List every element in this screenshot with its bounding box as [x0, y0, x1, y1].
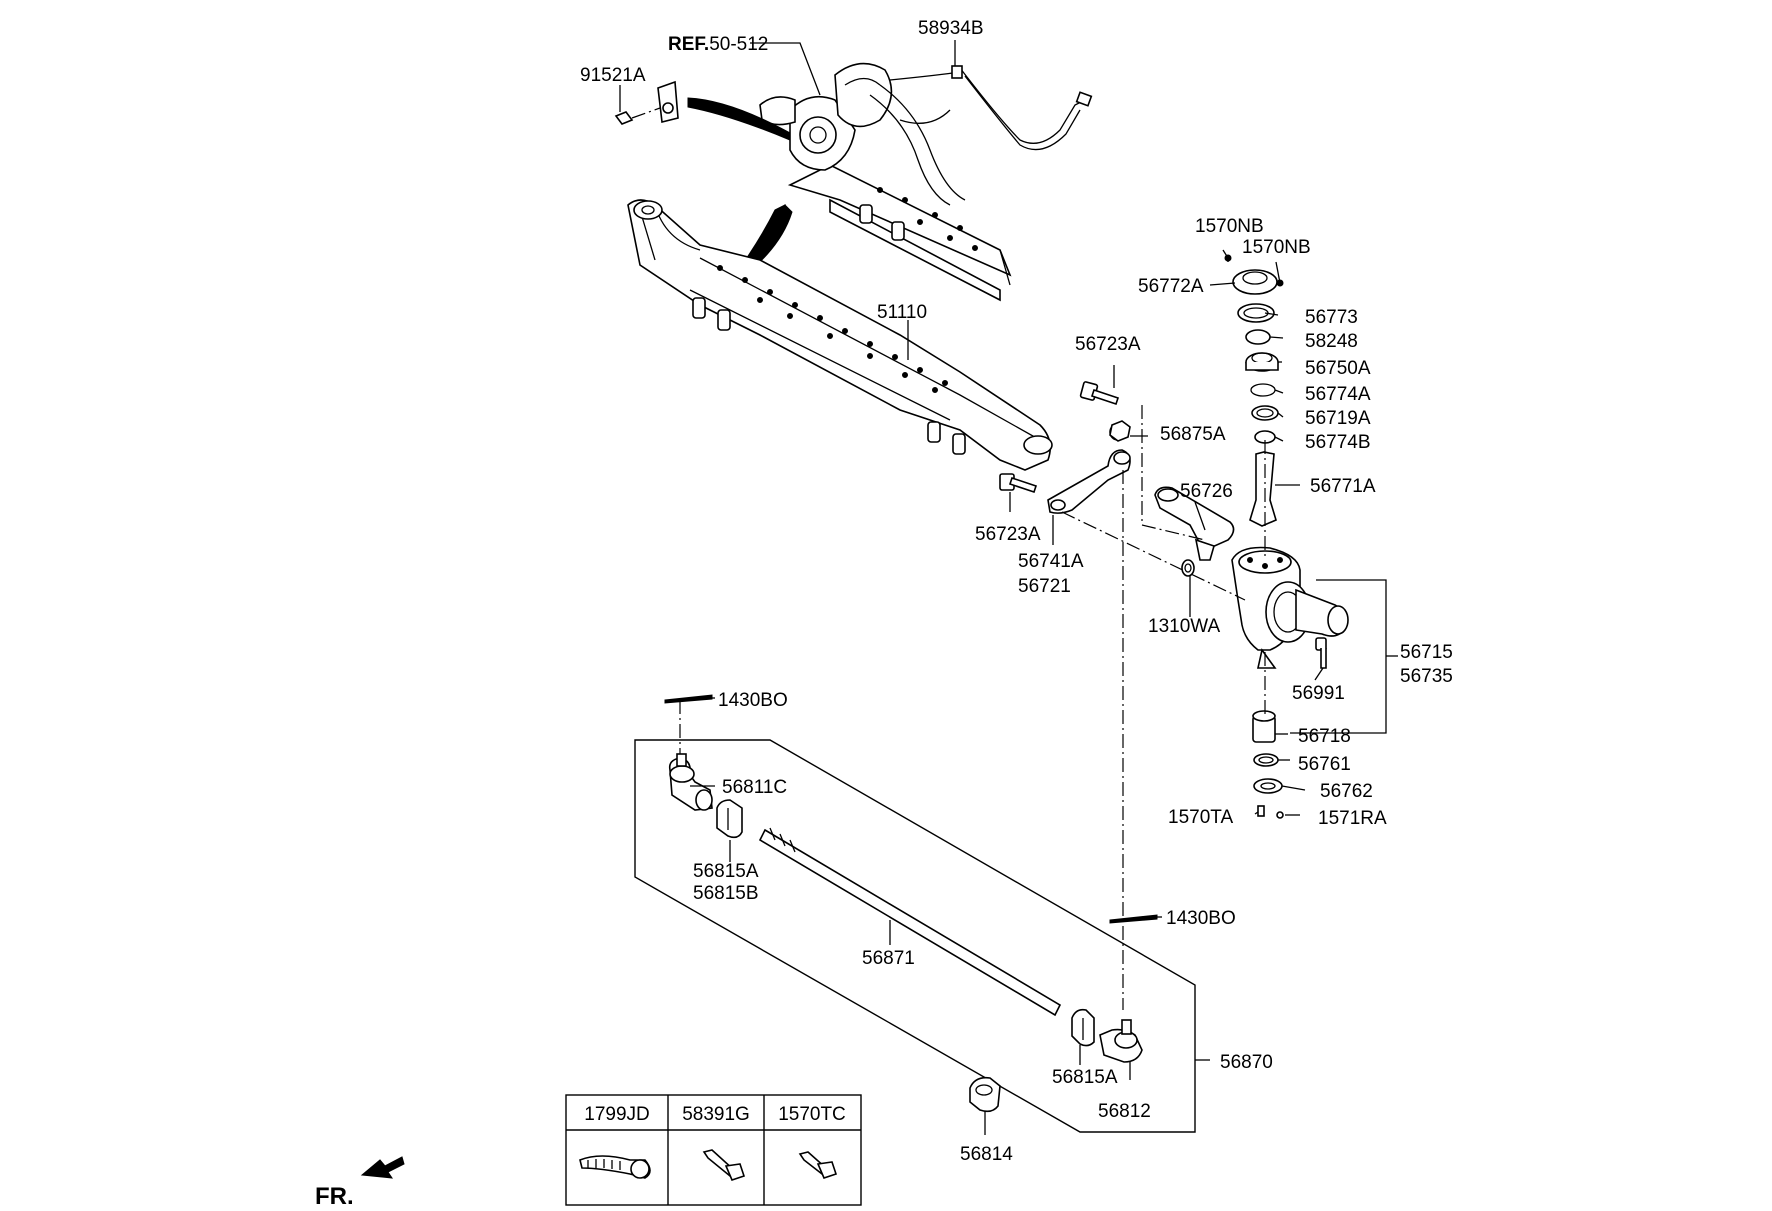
- label-56750A: 56750A: [1305, 358, 1371, 379]
- label-51110: 51110: [877, 302, 927, 323]
- label-56815A-left: 56815A: [693, 861, 759, 882]
- label-56774A: 56774A: [1305, 384, 1371, 405]
- bolt-56723A-top: [1079, 381, 1120, 406]
- tie-rod-56871: [758, 827, 1062, 1017]
- front-arrow-icon: [360, 1156, 405, 1179]
- front-direction-indicator: FR.: [315, 1156, 405, 1210]
- parts-table: 1799JD 58391G 1570TC: [565, 1094, 862, 1206]
- label-1570TA: 1570TA: [1168, 807, 1233, 828]
- label-1570NB-b: 1570NB: [1242, 237, 1311, 258]
- washer-1310WA: [1181, 559, 1195, 577]
- label-56715: 56715: [1400, 642, 1453, 663]
- bolt-58391G-icon: [702, 1149, 746, 1181]
- bolt-56723A-bottom: [999, 473, 1038, 494]
- label-56721: 56721: [1018, 576, 1071, 597]
- label-56741A: 56741A: [1018, 551, 1084, 572]
- ref-number: 50-512: [709, 34, 768, 55]
- label-56815B: 56815B: [693, 883, 759, 904]
- label-56718: 56718: [1298, 726, 1351, 747]
- axis-line-arm-to-knuckle: [1061, 511, 1246, 601]
- ref-prefix: REF.: [668, 34, 709, 55]
- table-header-1799JD: 1799JD: [584, 1104, 650, 1125]
- label-56773: 56773: [1305, 307, 1358, 328]
- label-1430BO-top: 1430BO: [718, 690, 788, 711]
- axle-beam-51110: [627, 199, 1053, 471]
- clamp-56815A-right: [1071, 1008, 1095, 1047]
- label-58934B: 58934B: [918, 18, 984, 39]
- label-1310WA: 1310WA: [1148, 616, 1220, 637]
- label-56815A-right: 56815A: [1052, 1067, 1118, 1088]
- steering-knuckle-56715: [1231, 546, 1349, 669]
- kingpin-stack: [1224, 254, 1284, 527]
- part-labels: REF.50-512 91521A 58934B 51110 1570NB 15…: [580, 18, 1453, 1165]
- cotter-pin-1430BO-bottom: [1109, 914, 1158, 924]
- cable-tie-icon: [579, 1155, 651, 1179]
- label-56870: 56870: [1220, 1052, 1273, 1073]
- label-56811C: 56811C: [722, 777, 787, 798]
- label-56719A: 56719A: [1305, 408, 1371, 429]
- label-1570NB-a: 1570NB: [1195, 216, 1264, 237]
- tie-rod-end-left-56811C: [668, 753, 713, 811]
- label-56812: 56812: [1098, 1101, 1151, 1122]
- label-56991: 56991: [1292, 683, 1345, 704]
- table-header-58391G: 58391G: [682, 1104, 750, 1125]
- label-56814: 56814: [960, 1144, 1013, 1165]
- reference-arrow-upper: [687, 97, 791, 141]
- nut-56875A: [1109, 420, 1131, 442]
- upper-axle-reference: [759, 62, 1093, 302]
- front-label: FR.: [315, 1183, 354, 1210]
- label-56774B: 56774B: [1305, 432, 1371, 453]
- table-header-1570TC: 1570TC: [778, 1104, 846, 1125]
- axis-line-bolt: [1141, 405, 1206, 541]
- label-56723A-bottom: 56723A: [975, 524, 1041, 545]
- label-56772A: 56772A: [1138, 276, 1204, 297]
- tie-rod-end-right-56812: [1099, 1019, 1143, 1063]
- label-56726: 56726: [1180, 481, 1233, 502]
- leader-lines: [619, 40, 1398, 1135]
- nut-56814: [969, 1076, 1001, 1113]
- tie-rod-frame-56870: [634, 739, 1196, 1133]
- label-56735: 56735: [1400, 666, 1453, 687]
- label-56771A: 56771A: [1310, 476, 1376, 497]
- bolt-1570TC-icon: [798, 1151, 838, 1179]
- lower-bushing-stack: [1252, 710, 1284, 819]
- svg-text:REF.50-512: REF.50-512: [668, 34, 768, 55]
- label-1430BO-bottom: 1430BO: [1166, 908, 1236, 929]
- knuckle-arm-56726: [1154, 486, 1235, 561]
- label-56871: 56871: [862, 948, 915, 969]
- bracket-91521A: [614, 80, 679, 125]
- cotter-pin-1430BO-top: [664, 694, 713, 704]
- label-91521A: 91521A: [580, 65, 646, 86]
- label-58248: 58248: [1305, 331, 1358, 352]
- label-56723A-top: 56723A: [1075, 334, 1141, 355]
- label-56761: 56761: [1298, 754, 1351, 775]
- label-56875A: 56875A: [1160, 424, 1226, 445]
- label-1571RA: 1571RA: [1318, 808, 1387, 829]
- clamp-56815A-left: [716, 799, 743, 839]
- label-56762: 56762: [1320, 781, 1373, 802]
